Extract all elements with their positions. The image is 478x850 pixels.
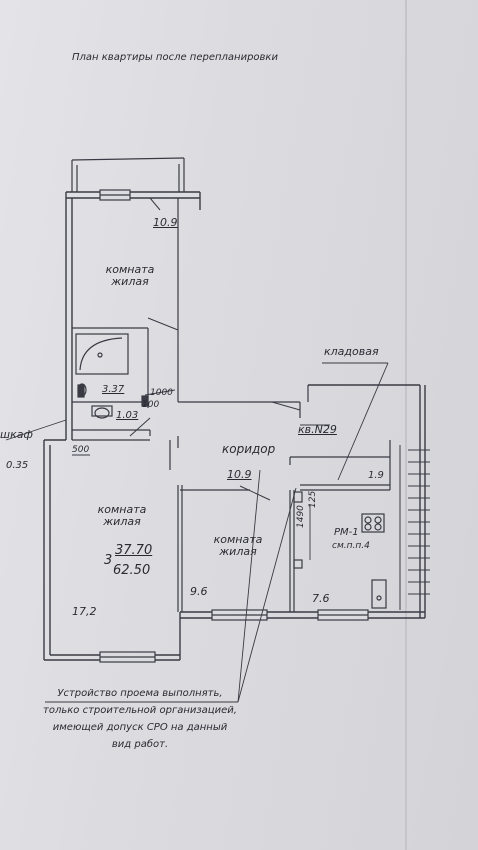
bathtub [75,333,129,375]
note-line-4: вид работ. [111,739,169,750]
storage-label: кладовая [324,345,379,358]
dimension-1000: 1000 [150,388,173,398]
living-area-total: 37.70 [115,543,153,558]
area-bath: 3.37 [102,384,125,395]
kitchen-ref-label: см.п.п.4 [332,541,370,551]
door-arcs [129,197,301,501]
area-closet: 0.35 [6,460,29,471]
partitions [72,198,391,612]
note-line-1: Устройство проема выполнять, [57,688,223,699]
room-center-label-2: жилая [219,545,257,558]
dimension-500: 500 [72,445,90,455]
dimension-100: 100 [142,400,160,410]
balcony [71,157,185,192]
area-room-left: 17,2 [72,605,97,618]
dimension-125: 125 [308,490,318,508]
note-line-2: только строительной организацией, [43,705,237,716]
apartment-number: кв.N29 [298,423,337,436]
area-room-center: 9.6 [190,585,208,598]
windows [99,189,369,663]
plan-title: План квартиры после перепланировки [72,52,278,63]
kitchen-stove-label: РМ-1 [334,527,359,538]
area-toilet: 1.03 [116,410,139,421]
room-top-label-2: жилая [111,275,149,288]
room-left-label-1: комната [97,503,147,516]
total-area: 62.50 [113,563,151,578]
closet-label: шкаф [0,428,33,441]
sheet-edge [405,0,407,850]
toilet-fixture [91,405,113,419]
room-left-label-2: жилая [103,515,141,528]
kitchen-sink [371,579,387,609]
dimension-1490: 1490 [296,505,306,528]
area-corridor: 10.9 [227,468,252,481]
note-line-3: имеющей допуск СРО на данный [52,722,228,733]
staircase [399,445,430,610]
stove [361,513,385,533]
area-kitchen: 7.6 [312,592,330,605]
room-center-label-1: комната [213,533,263,546]
area-storage: 1.9 [368,470,384,481]
outer-walls [43,191,426,661]
area-room-top: 10.9 [153,216,178,229]
rooms-count: 3 [104,553,113,568]
corridor-label: коридор [222,442,276,456]
leader-lines [5,362,389,703]
room-top-label-1: комната [105,263,155,276]
